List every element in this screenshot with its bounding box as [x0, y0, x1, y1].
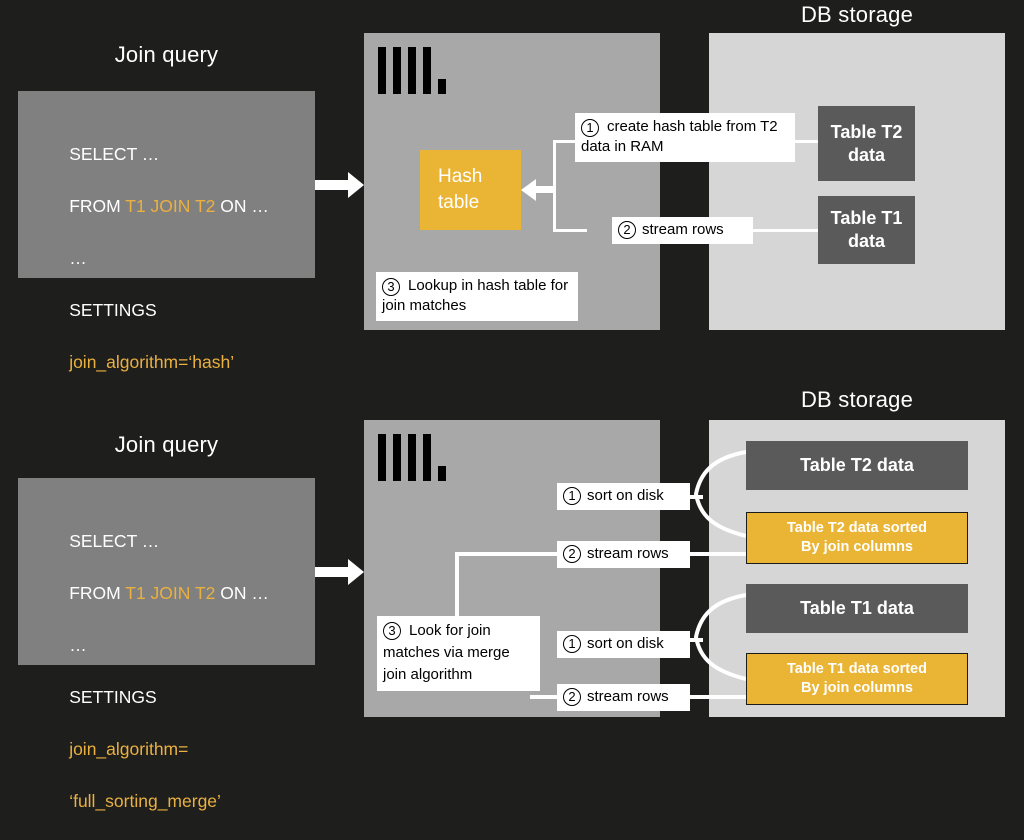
- top-callout-1: 1 create hash table from T2 data in RAM: [575, 113, 795, 162]
- bottom-curve-t1-sort: [693, 593, 747, 681]
- clickhouse-logo-icon: [378, 47, 448, 94]
- diagram-canvas: Join query DB storage SELECT … FROM T1 J…: [18, 2, 1005, 811]
- top-db-storage-title: DB storage: [800, 2, 914, 27]
- bottom-connector-sort1: [685, 495, 703, 499]
- bottom-callout-merge: 3 Look for join matches via merge join a…: [377, 616, 540, 691]
- bottom-callout-merge-text: Look for join matches via merge join alg…: [383, 622, 510, 683]
- top-query-setting-accent: join_algorithm=‘hash’: [69, 352, 235, 372]
- top-callout-3: 3 Lookup in hash table for join matches: [376, 272, 578, 321]
- bottom-connector-sort2: [685, 638, 703, 642]
- clickhouse-logo-icon-2: [378, 434, 448, 481]
- top-callout-2: 2 stream rows: [612, 217, 753, 244]
- bottom-join-query-title: Join query: [114, 432, 219, 457]
- top-connector-t2-to-callout1: [788, 140, 818, 143]
- bottom-stream1-to-server: [455, 552, 560, 556]
- top-callout-3-number: 3: [382, 278, 400, 296]
- bottom-query-setting-accent: join_algorithm=: [69, 739, 189, 759]
- bottom-arrow-right-icon: [315, 559, 364, 585]
- bottom-callout-merge-number: 3: [383, 622, 401, 640]
- top-query-join-accent: T1 JOIN T2: [125, 196, 216, 216]
- bottom-callout-stream-1-text: stream rows: [587, 545, 669, 562]
- bottom-callout-sort-2: 1 sort on disk: [557, 631, 690, 658]
- bottom-tile-table-t2-sorted: Table T2 data sorted By join columns: [746, 512, 968, 564]
- bottom-stream2-to-server: [530, 695, 560, 699]
- bottom-query-join-accent: T1 JOIN T2: [125, 583, 216, 603]
- bottom-callout-sort-1-number: 1: [563, 487, 581, 505]
- bottom-db-storage-title: DB storage: [800, 387, 914, 412]
- bottom-callout-stream-2: 2 stream rows: [557, 684, 690, 711]
- top-hash-table-box: Hash table: [420, 150, 521, 230]
- bottom-curve-t2-sort: [693, 450, 747, 538]
- top-callout-1-number: 1: [581, 119, 599, 137]
- bottom-connector-stream1: [690, 552, 748, 556]
- top-storage-panel: [709, 33, 1005, 330]
- bottom-callout-stream-1: 2 stream rows: [557, 541, 690, 568]
- top-callout-2-number: 2: [618, 221, 636, 239]
- top-arrow-right-icon: [315, 172, 364, 198]
- bottom-callout-sort-1: 1 sort on disk: [557, 483, 690, 510]
- bottom-tile-table-t1-sorted: Table T1 data sorted By join columns: [746, 653, 968, 705]
- bottom-callout-stream-2-number: 2: [563, 688, 581, 706]
- bottom-query-code: SELECT … FROM T1 JOIN T2 ON … … SETTINGS…: [69, 531, 269, 811]
- bottom-callout-sort-2-text: sort on disk: [587, 635, 664, 652]
- bottom-callout-sort-1-text: sort on disk: [587, 487, 664, 504]
- bottom-query-setting-value: ‘full_sorting_merge’: [69, 791, 221, 811]
- top-arrow-shaft-to-hash: [534, 186, 556, 193]
- top-callout-2-text: stream rows: [642, 221, 724, 238]
- bottom-callout-sort-2-number: 1: [563, 635, 581, 653]
- bottom-query-box: SELECT … FROM T1 JOIN T2 ON … … SETTINGS…: [18, 478, 315, 811]
- top-tile-table-t1: Table T1 data: [818, 196, 915, 264]
- bottom-callout-stream-1-number: 2: [563, 545, 581, 563]
- bottom-callout-stream-2-text: stream rows: [587, 688, 669, 705]
- bottom-tile-table-t1: Table T1 data: [746, 584, 968, 633]
- top-query-box: SELECT … FROM T1 JOIN T2 ON … … SETTINGS…: [18, 91, 315, 372]
- top-tile-table-t2: Table T2 data: [818, 106, 915, 181]
- top-callout-3-text: Lookup in hash table for join matches: [382, 277, 569, 314]
- top-join-query-title: Join query: [114, 42, 219, 67]
- bottom-tile-table-t2: Table T2 data: [746, 441, 968, 490]
- top-query-code: SELECT … FROM T1 JOIN T2 ON … … SETTINGS…: [69, 144, 269, 372]
- top-arrow-left-icon: [521, 179, 536, 201]
- top-connector-t1-to-callout2: [753, 229, 818, 232]
- top-callout-1-text: create hash table from T2 data in RAM: [581, 118, 778, 155]
- bottom-stream1-down: [455, 552, 459, 624]
- bottom-connector-stream2: [690, 695, 748, 699]
